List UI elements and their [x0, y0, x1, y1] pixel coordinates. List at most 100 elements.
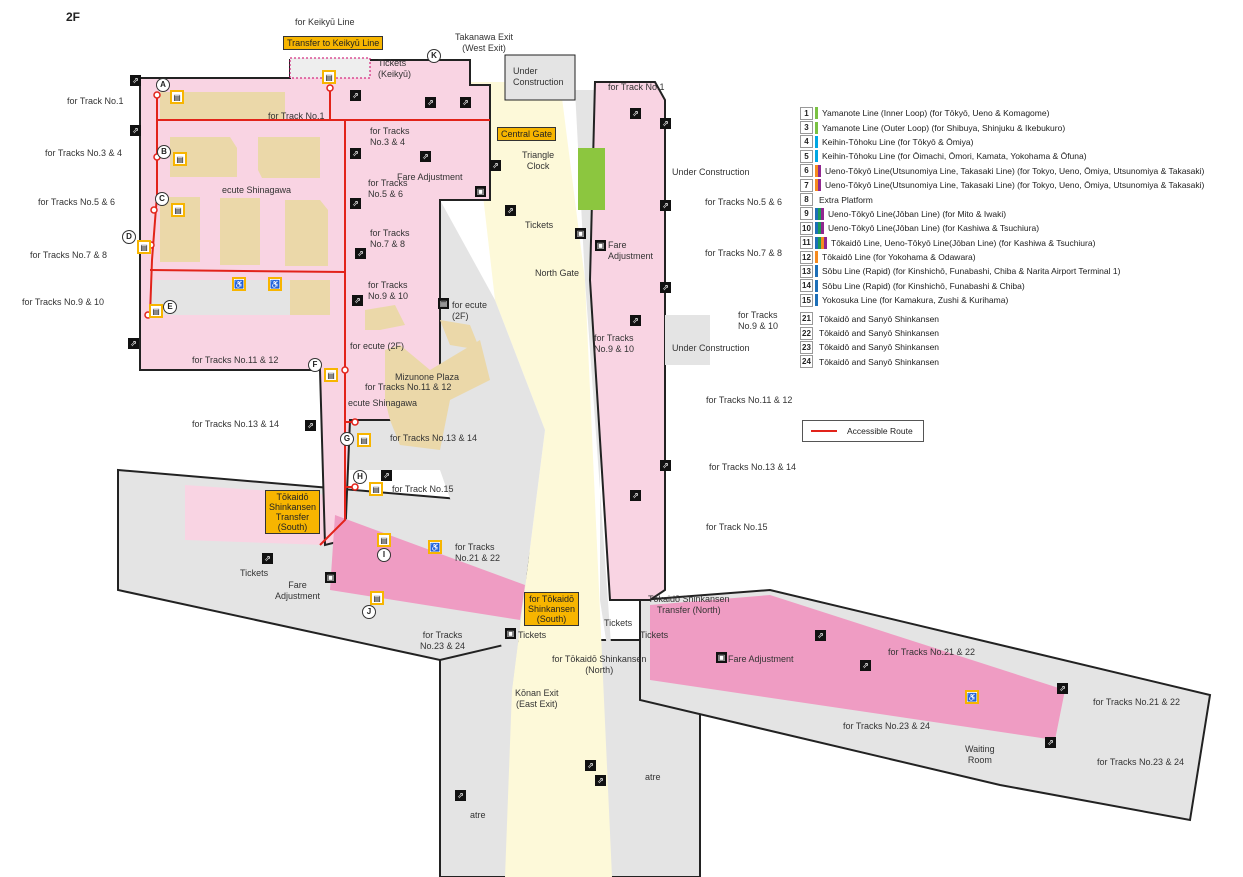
- line-color-bars: [815, 222, 824, 235]
- elevator-icon: ▤: [173, 152, 187, 166]
- map-label: for Track No.15: [392, 484, 454, 494]
- line-description: Ueno-Tōkyō Line(Jōban Line) (for Kashiwa…: [828, 223, 1040, 234]
- line-color-swatch: [815, 150, 818, 163]
- track-number: 24: [800, 355, 813, 369]
- line-description: Tōkaidō and Sanyō Shinkansen: [819, 313, 940, 324]
- escalator-icon: ⇗: [350, 90, 361, 101]
- line-description: Ueno-Tōkyō Line(Utsunomiya Line, Takasak…: [825, 165, 1205, 176]
- line-description: Tōkaidō and Sanyō Shinkansen: [819, 342, 940, 353]
- map-label: Under Construction: [672, 343, 750, 353]
- ecute-shop: [170, 137, 237, 177]
- line-description: Ueno-Tōkyō Line(Utsunomiya Line, Takasak…: [825, 180, 1205, 191]
- elevator-marker-g: G: [340, 432, 354, 446]
- map-label: Tōkaidō Shinkansen Transfer (North): [648, 594, 730, 615]
- escalator-icon: ⇗: [660, 460, 671, 471]
- map-label: for Tracks No.3 & 4: [370, 126, 410, 147]
- ticket-machine-icon: ▣: [475, 186, 486, 197]
- map-label: for ecute (2F): [350, 341, 405, 351]
- escalator-icon: ⇗: [350, 198, 361, 209]
- track-number: 7: [800, 178, 813, 192]
- map-label: for Tracks No.23 & 24: [420, 630, 466, 651]
- track-number: 6: [800, 164, 813, 178]
- elevator-icon: ▤: [438, 298, 449, 309]
- elevator-icon: ▤: [377, 533, 391, 547]
- escalator-icon: ⇗: [490, 160, 501, 171]
- line-color-swatch: [818, 179, 821, 192]
- line-description: Sōbu Line (Rapid) (for Kinshichō, Funaba…: [822, 266, 1121, 277]
- map-label: Under Construction: [513, 66, 564, 87]
- line-color-bars: [815, 150, 818, 163]
- escalator-icon: ⇗: [585, 760, 596, 771]
- line-color-bars: [815, 279, 818, 292]
- line-color-bars: [815, 121, 818, 134]
- map-label: Tickets: [640, 630, 669, 640]
- ecute-shop: [285, 200, 328, 266]
- escalator-icon: ⇗: [355, 248, 366, 259]
- line-color-swatch: [818, 164, 821, 177]
- line-color-swatch: [815, 265, 818, 278]
- track-number: 10: [800, 221, 813, 235]
- escalator-icon: ⇗: [505, 205, 516, 216]
- map-label: for Track No.1: [67, 96, 124, 106]
- elevator-icon: ▤: [170, 90, 184, 104]
- track-number: 4: [800, 135, 813, 149]
- line-color-bars: [815, 236, 827, 249]
- wheelchair-icon: ♿: [232, 277, 246, 291]
- elevator-icon: ▤: [322, 70, 336, 84]
- escalator-icon: ⇗: [660, 118, 671, 129]
- restroom-area: [578, 148, 605, 210]
- map-label: for Tracks No.5 & 6: [38, 197, 116, 207]
- line-color-bars: [815, 294, 818, 307]
- map-label: for Tracks No.13 & 14: [390, 433, 478, 443]
- ecute-shop: [220, 198, 260, 265]
- map-label: North Gate: [535, 268, 580, 278]
- legend-item: 7 Ueno-Tōkyō Line(Utsunomiya Line, Takasa…: [800, 178, 1204, 192]
- shinkansen-transfer-south-sign: Tōkaidō Shinkansen Transfer (South): [265, 490, 321, 534]
- map-label: for Tracks No.21 & 22: [888, 647, 976, 657]
- track-number: 22: [800, 326, 813, 340]
- legend-item: 13 Sōbu Line (Rapid) (for Kinshichō, Funa…: [800, 264, 1204, 278]
- map-label: ecute Shinagawa: [348, 398, 418, 408]
- track-number: 13: [800, 264, 813, 278]
- map-label: for Tracks No.7 & 8: [370, 228, 410, 249]
- right-back-area: [575, 90, 615, 700]
- track-number: 21: [800, 312, 813, 326]
- line-color-swatch: [824, 236, 827, 249]
- elevator-icon: ▤: [357, 433, 371, 447]
- escalator-icon: ⇗: [1057, 683, 1068, 694]
- line-description: Ueno-Tōkyō Line(Jōban Line) (for Mito & …: [828, 208, 1007, 219]
- map-label: Tickets (Keikyū): [378, 58, 412, 79]
- shop-block: [160, 92, 285, 120]
- escalator-icon: ⇗: [425, 97, 436, 108]
- line-color-swatch: [815, 107, 818, 120]
- map-label: for Track No.1: [268, 111, 325, 121]
- line-description: Extra Platform: [819, 194, 873, 205]
- line-color-swatch: [818, 207, 821, 220]
- lower-west-area: [150, 280, 330, 315]
- elevator-icon: ▤: [171, 203, 185, 217]
- ticket-machine-icon: ▣: [325, 572, 336, 583]
- line-color-swatch: [815, 164, 818, 177]
- map-label: for Tracks No.11 & 12: [192, 355, 279, 365]
- map-label: Fare Adjustment: [397, 172, 463, 182]
- elevator-marker-j: J: [362, 605, 376, 619]
- wheelchair-icon: ♿: [428, 540, 442, 554]
- line-color-swatch: [815, 121, 818, 134]
- escalator-icon: ⇗: [630, 108, 641, 119]
- elevator-icon: ▤: [149, 304, 163, 318]
- escalator-icon: ⇗: [128, 338, 139, 349]
- track-number: 8: [800, 193, 813, 207]
- map-label: Kōnan Exit (East Exit): [515, 688, 559, 709]
- map-label: for Track No.15: [706, 522, 768, 532]
- line-color-bars: [815, 265, 818, 278]
- map-label: for Tracks No.13 & 14: [709, 462, 797, 472]
- map-label: for Keikyū Line: [295, 17, 355, 27]
- escalator-icon: ⇗: [860, 660, 871, 671]
